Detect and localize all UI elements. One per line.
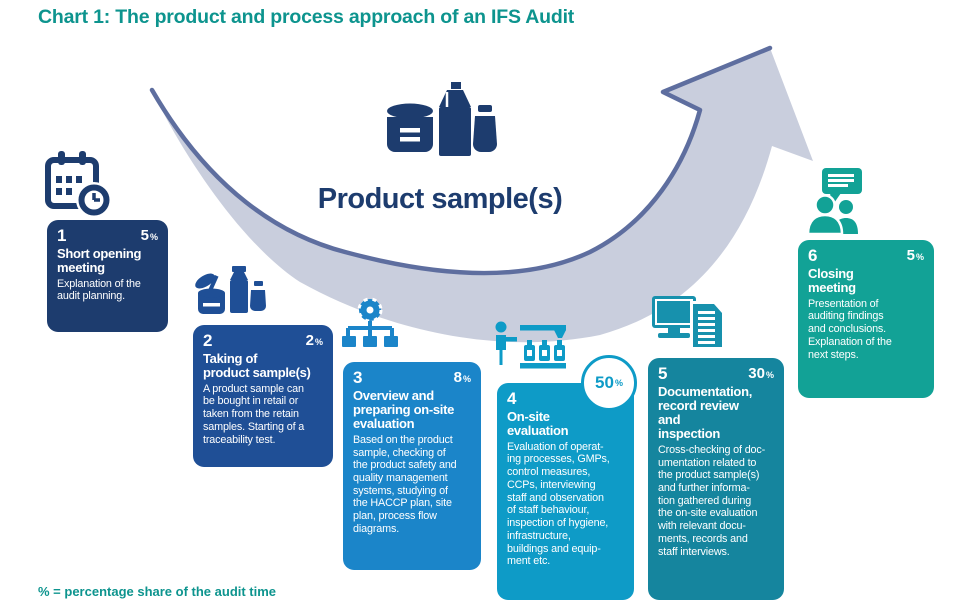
step-percent-badge: 50%	[581, 355, 637, 411]
step-number: 5	[658, 364, 668, 383]
product-samples-label: Product sample(s)	[317, 183, 563, 215]
step-title: On-site evaluation	[507, 408, 569, 438]
step-percent: 2%	[305, 332, 323, 349]
step-body: Presentation of auditing findings and co…	[808, 297, 892, 361]
step-title: Documentation, record review and inspect…	[658, 383, 753, 441]
step-percent: 5%	[140, 227, 158, 244]
step-body: Explanation of the audit planning.	[57, 277, 141, 303]
step-3-card: 3 8% Overview and preparing on-site eval…	[343, 362, 481, 570]
operator-machine-icon	[492, 320, 572, 380]
step-title: Overview and preparing on-site evaluatio…	[353, 387, 455, 431]
step-number: 2	[203, 331, 213, 350]
gear-flowchart-icon	[341, 297, 399, 359]
step-1-card: 1 5% Short opening meeting Explanation o…	[47, 220, 168, 332]
computer-document-icon	[650, 292, 732, 356]
step-body: A product sample can be bought in retail…	[203, 382, 305, 446]
product-sample-icon	[192, 258, 270, 324]
step-number: 3	[353, 368, 363, 387]
step-title: Taking of product sample(s)	[203, 350, 311, 380]
product-samples-icon	[383, 80, 501, 184]
arrow-body	[152, 48, 813, 343]
step-number: 4	[507, 389, 517, 408]
arrow-edge-accent	[149, 45, 773, 276]
step-percent: 8%	[453, 369, 471, 386]
step-5-card: 5 30% Documentation, record review and i…	[648, 358, 784, 600]
step-title: Short opening meeting	[57, 245, 142, 275]
step-body: Evaluation of operat- ing processes, GMP…	[507, 440, 610, 568]
step-2-card: 2 2% Taking of product sample(s) A produ…	[193, 325, 333, 467]
step-title: Closing meeting	[808, 265, 856, 295]
legend-note: % = percentage share of the audit time	[38, 584, 277, 599]
step-percent: 30%	[748, 365, 774, 382]
step-body: Based on the product sample, checking of…	[353, 433, 457, 535]
step-percent: 5%	[906, 247, 924, 264]
step-4-card: 50% 4 On-site evaluation Evaluation of o…	[497, 355, 637, 600]
step-number: 6	[808, 246, 818, 265]
step-body: Cross-checking of doc- umentation relate…	[658, 443, 766, 558]
step-6-card: 6 5% Closing meeting Presentation of aud…	[798, 240, 934, 398]
people-discussion-icon	[798, 168, 872, 236]
step-number: 1	[57, 226, 67, 245]
page-title: Chart 1: The product and process approac…	[38, 6, 575, 28]
calendar-clock-icon	[42, 150, 116, 220]
